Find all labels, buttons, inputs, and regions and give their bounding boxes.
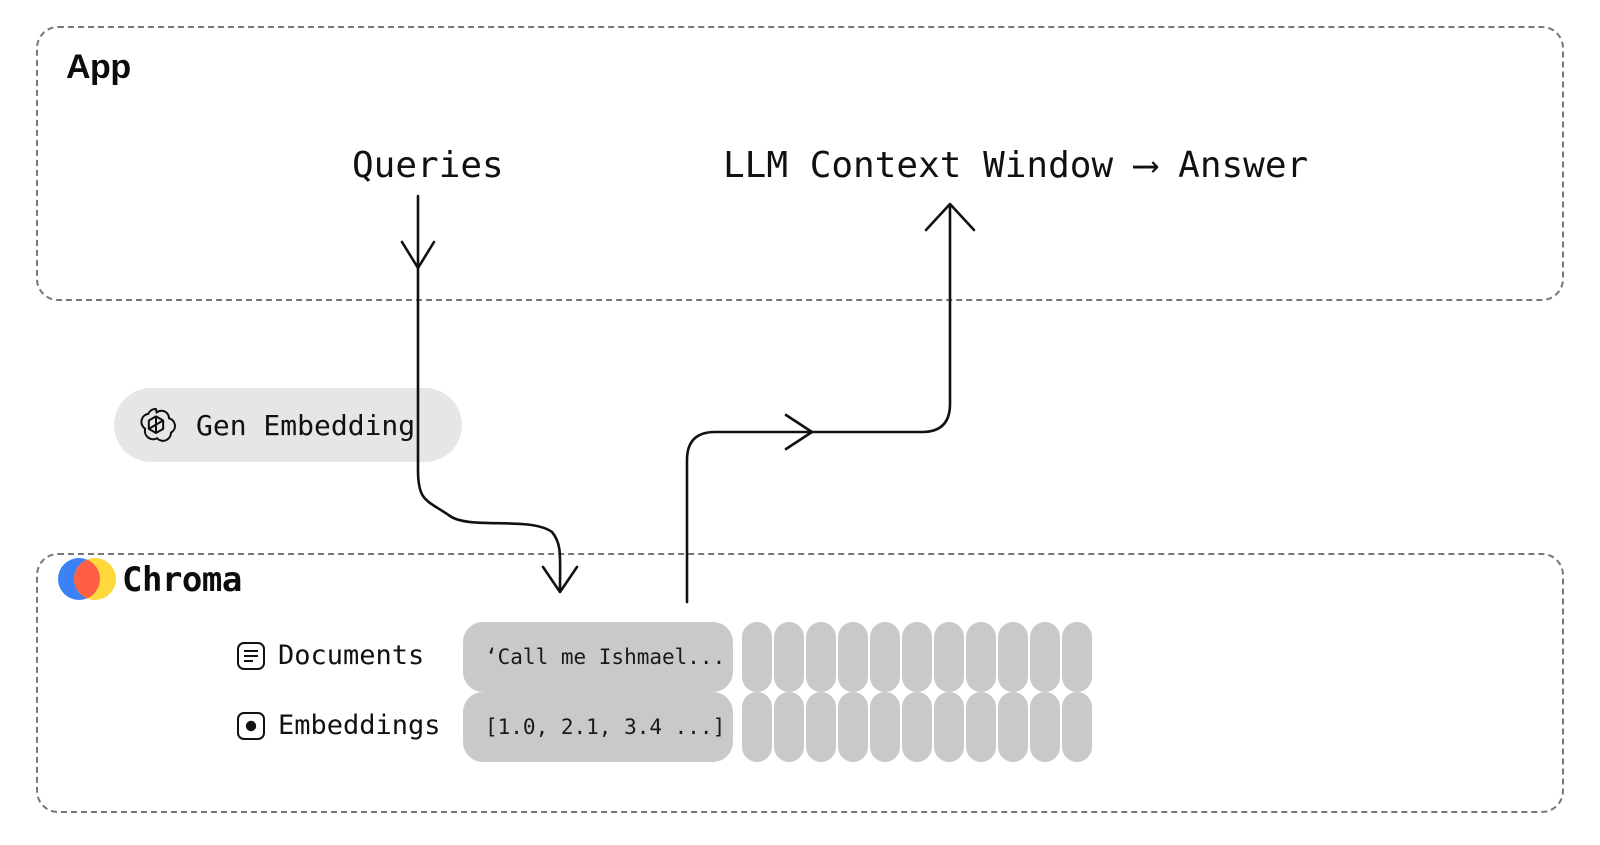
embeddings-value-pill: [1.0, 2.1, 3.4 ...] (463, 692, 733, 762)
document-bar (870, 622, 900, 692)
document-bar (966, 622, 996, 692)
embedding-bar (774, 692, 804, 762)
chroma-title: Chroma (122, 560, 242, 600)
documents-label: Documents (278, 640, 425, 671)
app-title: App (66, 48, 131, 86)
dot-box-icon (237, 712, 265, 740)
embedding-bar (742, 692, 772, 762)
embeddings-label: Embeddings (278, 710, 441, 741)
document-bar (838, 622, 868, 692)
documents-value: ‘Call me Ishmael... (485, 645, 726, 669)
embedding-bar (1062, 692, 1092, 762)
embeddings-value: [1.0, 2.1, 3.4 ...] (485, 715, 726, 739)
embedding-bar (806, 692, 836, 762)
embedding-bar (838, 692, 868, 762)
documents-value-pill: ‘Call me Ishmael... (463, 622, 733, 692)
embedding-bar (1030, 692, 1060, 762)
llm-context-window-answer-label: LLM Context Window ⟶ Answer (723, 145, 1309, 186)
document-bar (1030, 622, 1060, 692)
chroma-logo-icon (58, 558, 116, 600)
document-bar (774, 622, 804, 692)
embedding-bar (966, 692, 996, 762)
gen-embedding-label: Gen Embedding (196, 408, 416, 442)
gen-embedding-pill[interactable]: Gen Embedding (114, 388, 462, 462)
document-bar (742, 622, 772, 692)
document-bar (1062, 622, 1092, 692)
document-bar (902, 622, 932, 692)
embedding-bar (902, 692, 932, 762)
embedding-bar (870, 692, 900, 762)
embedding-bar (998, 692, 1028, 762)
embedding-bar (934, 692, 964, 762)
document-bar (934, 622, 964, 692)
document-lines-icon (237, 642, 265, 670)
openai-logo-icon (140, 407, 176, 442)
document-bar (806, 622, 836, 692)
document-bar (998, 622, 1028, 692)
queries-label: Queries (352, 145, 504, 186)
